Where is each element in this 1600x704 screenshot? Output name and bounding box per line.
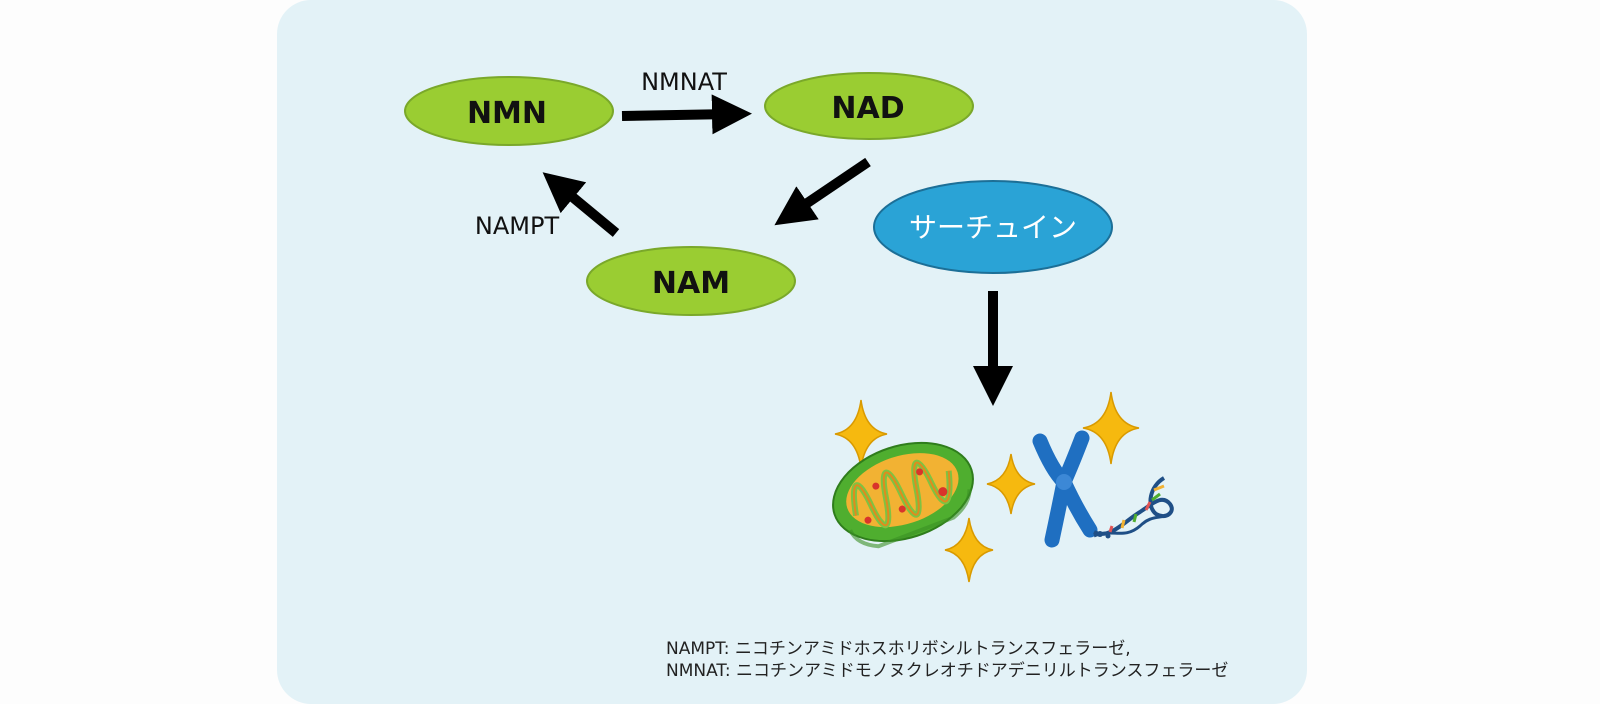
sparkle-icon [986,453,1036,515]
arrow-nam-to-nmn [542,172,620,237]
node-nam: NAM [586,246,796,316]
node-nmn: NMN [404,76,614,146]
arrow-nmn-to-nad [621,94,752,135]
dna-helix-icon [1093,476,1174,539]
chromosome-icon [1032,430,1098,548]
sparkle-icon [1082,391,1140,465]
footnote-line-nmnat: NMNAT: ニコチンアミドモノヌクレオチドアデニリルトランスフェラーゼ [666,661,1229,681]
node-nad-label: NAD [831,91,904,126]
node-nam-label: NAM [652,266,730,301]
node-nad: NAD [764,72,974,140]
sparkle-icon [944,517,994,583]
enzyme-nmnat-label: NMNAT [641,68,727,96]
arrow-nad-to-nam [774,157,871,226]
node-sirtuin: サーチュイン [873,180,1113,274]
enzyme-nampt-label: NAMPT [475,212,560,240]
mitochondria-icon [832,441,974,549]
footnote-line-nampt: NAMPT: ニコチンアミドホスホリボシルトランスフェラーゼ, [666,639,1131,659]
node-sirtuin-label: サーチュイン [909,211,1077,244]
node-nmn-label: NMN [467,96,547,131]
abbreviation-footnote: NAMPT: ニコチンアミドホスホリボシルトランスフェラーゼ, NMNAT: ニ… [666,638,1228,682]
